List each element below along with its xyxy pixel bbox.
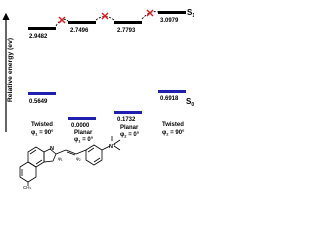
y-axis-label: Relative energy (ev) bbox=[7, 38, 14, 102]
phi1-label: φ1 bbox=[58, 156, 63, 162]
s0-value-planar-1: 0.0000 bbox=[71, 123, 90, 129]
s1-value-planar-1: 2.7496 bbox=[70, 28, 89, 34]
blocked-cross-middle bbox=[101, 12, 109, 20]
s0-level-planar-1 bbox=[68, 117, 96, 120]
s0-level-planar-2 bbox=[114, 111, 142, 114]
phi2-label: φ2 bbox=[76, 156, 81, 162]
s1-label: S1 bbox=[187, 8, 194, 19]
phi2-bond bbox=[75, 149, 87, 155]
state-angle-twisted-1: φ1 = 90° bbox=[31, 130, 54, 137]
s1-level-twisted-2 bbox=[158, 11, 186, 14]
nitrogen-label: N bbox=[50, 146, 54, 152]
imidazole-ring bbox=[43, 148, 57, 163]
s1-level-twisted-1 bbox=[28, 27, 56, 30]
s1-value-twisted-1: 2.9482 bbox=[29, 34, 48, 40]
transition-path-right bbox=[141, 11, 159, 20]
methyl-label: CH3 bbox=[23, 185, 32, 189]
s1-value-twisted-2: 3.0979 bbox=[160, 18, 179, 24]
state-angle-planar-2: φ2 = 0° bbox=[120, 132, 140, 139]
transition-path-middle bbox=[95, 16, 115, 21]
s0-value-twisted-2: 0.6918 bbox=[160, 96, 179, 102]
s0-level-twisted-1 bbox=[28, 92, 56, 95]
energy-diagram: Relative energy (ev) 2.9482 2.7496 2.779… bbox=[2, 8, 194, 189]
s1-level-planar-1 bbox=[68, 21, 96, 24]
ammonium-label: N+ bbox=[109, 142, 116, 150]
s0-label: S0 bbox=[186, 97, 194, 108]
state-name-twisted-1: Twisted bbox=[31, 122, 53, 128]
phi1-bond bbox=[55, 149, 67, 155]
blocked-cross-left bbox=[58, 16, 66, 24]
molecular-structure bbox=[19, 136, 121, 186]
state-name-planar-2: Planar bbox=[120, 125, 139, 131]
s0-value-planar-2: 0.1732 bbox=[117, 117, 136, 123]
s0-level-twisted-2 bbox=[158, 90, 186, 93]
blocked-cross-right bbox=[146, 9, 154, 17]
s0-value-twisted-1: 0.5649 bbox=[29, 99, 48, 105]
state-angle-twisted-2: φ2 = 90° bbox=[162, 130, 185, 137]
state-name-twisted-2: Twisted bbox=[162, 122, 184, 128]
s1-value-planar-2: 2.7793 bbox=[117, 28, 136, 34]
state-name-planar-1: Planar bbox=[74, 130, 93, 136]
s1-level-planar-2 bbox=[114, 21, 142, 24]
state-angle-planar-1: φ1 = 0° bbox=[74, 137, 94, 144]
right-benzene-ring bbox=[85, 144, 103, 166]
